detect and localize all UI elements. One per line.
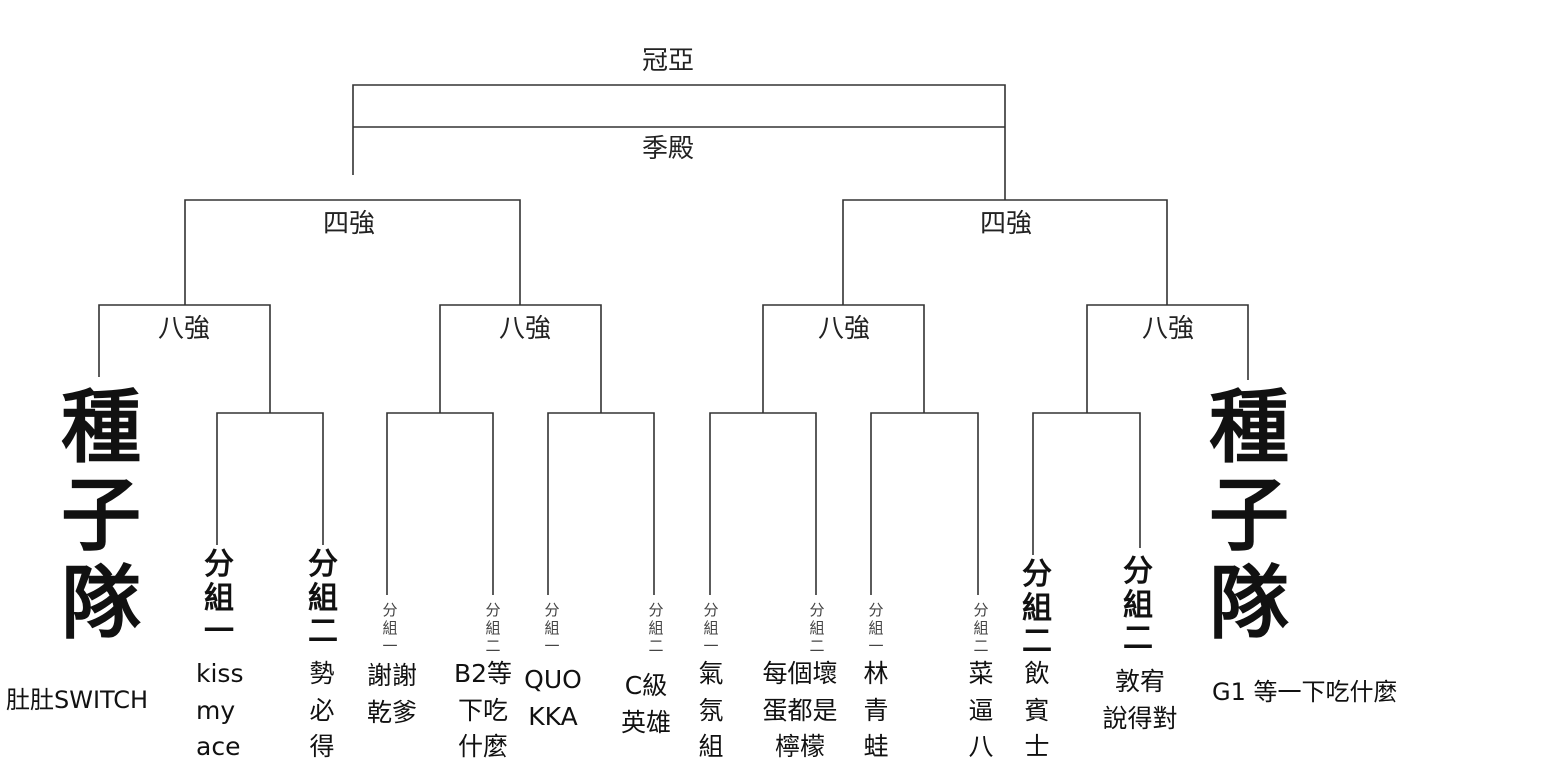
- team-line: 什麼: [457, 732, 508, 761]
- team-line: 菜: [968, 659, 994, 688]
- group-label-shi-bi-de: 分組二: [308, 547, 338, 650]
- semifinal-label-right: 四強: [979, 209, 1033, 239]
- group-label-frog: 分組一: [868, 601, 884, 655]
- quarterfinal-label-3: 八強: [817, 314, 871, 344]
- group-label-qi-fen: 分組一: [703, 601, 719, 655]
- group-label-kiss-my-ace: 分組一: [204, 547, 234, 650]
- team-line: 氛: [698, 695, 724, 725]
- team-cai-bi-ba: 菜 逼 八: [968, 656, 993, 766]
- right-semifinal-bracket: [842, 199, 1168, 305]
- team-line: 每個壞: [762, 659, 838, 688]
- team-line: B2等: [453, 659, 513, 688]
- team-line: 檸檬: [774, 732, 826, 761]
- team-line: C級: [624, 671, 668, 700]
- team-line: 得: [309, 732, 335, 761]
- quarterfinal-label-1: 八強: [157, 314, 211, 344]
- group-label-lemon: 分組二: [809, 601, 825, 655]
- team-line: 下吃: [457, 695, 508, 725]
- quarterfinal-bracket-1: [98, 304, 271, 413]
- semifinal-label-left: 四強: [322, 209, 376, 239]
- team-line: 英雄: [620, 707, 672, 737]
- team-line: 飲: [1024, 659, 1050, 688]
- round-of-16-bracket-4: [709, 412, 817, 595]
- team-c-hero: C級 英雄: [621, 668, 671, 741]
- team-shi-bi-de: 勢 必 得: [309, 656, 334, 766]
- left-semifinal-bracket: [184, 199, 521, 305]
- round-of-16-bracket-5: [870, 412, 979, 595]
- group-label-yin-bin-shi: 分組二: [1022, 557, 1052, 660]
- team-kiss-my-ace: kiss my ace: [196, 656, 243, 766]
- quarterfinal-label-2: 八強: [498, 314, 552, 344]
- team-line: 勢: [309, 659, 335, 688]
- team-frog: 林 青 蛙: [863, 656, 888, 766]
- final-bracket: [352, 84, 1006, 200]
- group-label-c-hero: 分組二: [648, 601, 664, 655]
- quarterfinal-bracket-3: [762, 304, 925, 413]
- team-line: ace: [196, 732, 241, 761]
- team-xie-xie-qian-die: 謝謝 乾爹: [367, 658, 417, 731]
- group-label-cai-bi-ba: 分組二: [973, 601, 989, 655]
- group-label-dun-you: 分組二: [1123, 554, 1153, 657]
- team-line: 乾爹: [366, 697, 418, 727]
- seed-label-right: 種子隊: [1209, 381, 1289, 650]
- team-line: 敦宥: [1114, 667, 1166, 696]
- quarterfinal-bracket-4: [1086, 304, 1249, 413]
- team-line: 說得對: [1102, 703, 1178, 733]
- quarterfinal-label-4: 八強: [1141, 314, 1195, 344]
- team-line: 逼: [968, 695, 994, 725]
- seed-team-right: G1 等一下吃什麼: [1212, 678, 1398, 706]
- team-line: 蛋都是: [762, 695, 838, 725]
- team-b2: B2等 下吃 什麼: [454, 656, 512, 766]
- team-line: 青: [863, 695, 889, 725]
- team-line: 組: [698, 732, 724, 761]
- round-of-16-bracket-2: [386, 412, 494, 595]
- round-of-16-bracket-6: [1032, 412, 1141, 555]
- team-line: KKA: [528, 701, 578, 731]
- seed-team-left: 肚肚SWITCH: [6, 686, 149, 714]
- team-quokka: QUO KKA: [524, 662, 582, 735]
- third-place-label: 季殿: [641, 134, 695, 164]
- team-yin-bin-shi: 飲 賓 士: [1024, 656, 1049, 766]
- group-label-b2: 分組二: [485, 601, 501, 655]
- team-line: 賓: [1024, 695, 1050, 725]
- team-line: my: [196, 695, 236, 725]
- team-line: 蛙: [863, 732, 889, 761]
- team-line: 林: [863, 659, 889, 688]
- team-dun-you: 敦宥 說得對: [1102, 664, 1177, 737]
- team-line: 士: [1024, 732, 1050, 761]
- team-line: 八: [968, 732, 994, 761]
- group-label-xie-xie: 分組一: [382, 601, 398, 655]
- team-line: 氣: [698, 659, 724, 688]
- round-of-16-bracket-3: [547, 412, 655, 595]
- quarterfinal-bracket-2: [439, 304, 602, 413]
- final-label: 冠亞: [641, 46, 695, 76]
- team-lemon: 每個壞 蛋都是 檸檬: [762, 656, 837, 766]
- team-qi-fen-zu: 氣 氛 組: [698, 656, 723, 766]
- team-line: kiss: [196, 659, 244, 688]
- team-line: QUO: [524, 665, 582, 694]
- group-label-quokka: 分組一: [544, 601, 560, 655]
- team-line: 必: [309, 695, 335, 725]
- seed-label-left: 種子隊: [61, 381, 141, 650]
- team-line: 謝謝: [366, 661, 418, 690]
- round-of-16-bracket-1: [216, 412, 324, 545]
